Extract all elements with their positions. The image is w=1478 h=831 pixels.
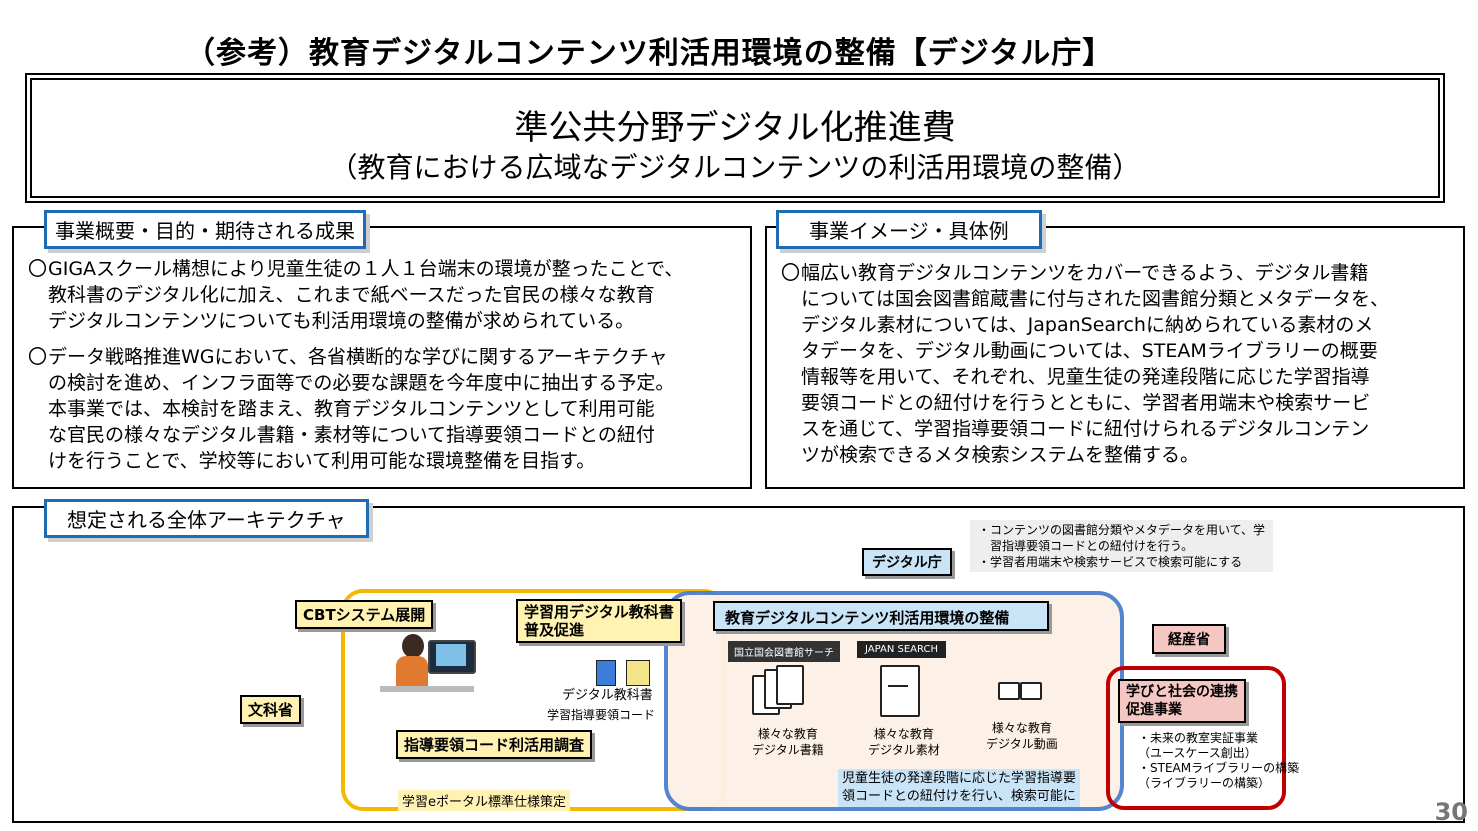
overview-line: 教科書のデジタル化に加え、これまで紙ベースだった官民の様々な教育	[48, 284, 655, 306]
example-line: スを通じて、学習指導要領コードに紐付けられるデジタルコンテン	[801, 418, 1370, 440]
mext-label: 文科省	[240, 695, 302, 724]
item-line: ・STEAMライブラリーの構築	[1138, 761, 1300, 775]
architecture-notes: ・コンテンツの図書館分類やメタデータを用いて、学 習指導要領コードとの紐付けを行…	[970, 520, 1274, 572]
books-icon	[752, 665, 804, 715]
example-line: 幅広い教育デジタルコンテンツをカバーできるよう、デジタル書籍	[801, 262, 1369, 284]
item-line: （ライブラリーの構築）	[1138, 776, 1271, 790]
example-line: については国会図書館蔵書に付与された図書館分類とメタデータを、	[801, 288, 1390, 310]
overview-line: データ戦略推進WGにおいて、各省横断的な学びに関するアーキテクチャ	[48, 346, 668, 368]
label-line: 学びと社会の連携	[1126, 684, 1238, 700]
tablet-icon	[626, 660, 650, 686]
item-line: （ユースケース創出）	[1138, 746, 1257, 760]
student-tablet-illustration	[380, 630, 476, 700]
bullet-mark: 〇	[28, 346, 48, 368]
ndl-search-logo: 国立国会図書館サーチ	[728, 641, 840, 662]
bullet-mark: 〇	[781, 262, 801, 284]
environment-title-label: 教育デジタルコンテンツ利活用環境の整備	[713, 601, 1049, 631]
japan-search-logo: JAPAN SEARCH	[857, 641, 946, 658]
overview-line: デジタルコンテンツについても利活用環境の整備が求められている。	[48, 310, 635, 332]
note-line: 領コードとの紐付けを行い、検索可能に	[842, 789, 1076, 804]
guideline-survey-label: 指導要領コード利活用調査	[396, 730, 593, 759]
page-number: 30	[1434, 798, 1468, 826]
banner-title: 準公共分野デジタル化推進費	[514, 108, 956, 148]
cbt-label: CBTシステム展開	[295, 600, 434, 629]
digital-agency-label: デジタル庁	[862, 548, 952, 576]
label-line: 学習用デジタル教科書	[524, 603, 674, 621]
example-line: 要領コードとの紐付けを行うとともに、学習者用端末や検索サービ	[801, 392, 1371, 414]
item-line: ・未来の教室実証事業	[1138, 731, 1259, 745]
caption-line: デジタル書籍	[752, 743, 824, 757]
linking-note: 児童生徒の発達段階に応じた学習指導要 領コードとの紐付けを行い、検索可能に	[838, 769, 1081, 807]
meti-area-ring	[1106, 666, 1286, 810]
caption-line: デジタル動画	[986, 737, 1058, 751]
example-paragraph: 〇幅広い教育デジタルコンテンツをカバーできるよう、デジタル書籍 については国会図…	[781, 260, 1389, 468]
eportal-label: 学習eポータル標準仕様策定	[398, 790, 570, 811]
overview-line: 本事業では、本検討を踏まえ、教育デジタルコンテンツとして利用可能	[48, 398, 655, 420]
bullet-mark: 〇	[28, 258, 48, 280]
textbook-icon	[596, 660, 616, 686]
note-line: 児童生徒の発達段階に応じた学習指導要	[842, 771, 1077, 786]
example-line: タデータを、デジタル動画については、STEAMライブラリーの概要	[801, 340, 1378, 362]
caption-line: 様々な教育	[991, 721, 1052, 735]
digital-textbook-promotion-label: 学習用デジタル教科書 普及促進	[516, 599, 682, 643]
banner-box: 準公共分野デジタル化推進費 （教育における広域なデジタルコンテンツの利活用環境の…	[25, 73, 1445, 203]
label-line: 促進事業	[1126, 702, 1182, 718]
overview-tag: 事業概要・目的・期待される成果	[44, 210, 366, 249]
image-example-panel: 〇幅広い教育デジタルコンテンツをカバーできるよう、デジタル書籍 については国会図…	[765, 226, 1465, 489]
label-line: 普及促進	[524, 621, 585, 639]
banner-subtitle: （教育における広域なデジタルコンテンツの利活用環境の整備）	[329, 151, 1141, 184]
caption-line: 様々な教育	[757, 727, 818, 741]
example-line: 情報等を用いて、それぞれ、児童生徒の発達段階に応じた学習指導	[801, 366, 1370, 388]
overview-paragraph-1: 〇GIGAスクール構想により児童生徒の１人１台端末の環境が整ったことで、 教科書…	[28, 256, 683, 334]
videos-caption: 様々な教育 デジタル動画	[986, 720, 1058, 752]
meti-label: 経産省	[1152, 624, 1226, 654]
overview-line: けを行うことで、学校等において利用可能な環境整備を目指す。	[48, 450, 596, 472]
meti-items: ・未来の教室実証事業 （ユースケース創出） ・STEAMライブラリーの構築 （ラ…	[1138, 731, 1299, 791]
architecture-tag: 想定される全体アーキテクチャ	[44, 499, 369, 538]
note-line: ・コンテンツの図書館分類やメタデータを用いて、学	[978, 523, 1266, 537]
guideline-code-text: 学習指導要領コード	[547, 708, 656, 722]
caption-line: 様々な教育	[873, 727, 934, 741]
books-caption: 様々な教育 デジタル書籍	[752, 726, 824, 758]
overview-line: の検討を進め、インフラ面等での必要な課題を今年度中に抽出する予定。	[48, 372, 675, 394]
overview-line: な官民の様々なデジタル書籍・素材等について指導要領コードとの紐付	[48, 424, 655, 446]
materials-caption: 様々な教育 デジタル素材	[868, 726, 940, 758]
overview-paragraph-2: 〇データ戦略推進WGにおいて、各省横断的な学びに関するアーキテクチャ の検討を進…	[28, 344, 674, 474]
caption-line: デジタル素材	[868, 743, 940, 757]
page-title: （参考）教育デジタルコンテンツ利活用環境の整備【デジタル庁】	[185, 36, 1114, 71]
note-line: ・学習者用端末や検索サービスで検索可能にする	[978, 555, 1243, 569]
overview-line: GIGAスクール構想により児童生徒の１人１台端末の環境が整ったことで、	[48, 258, 684, 280]
overview-panel: 〇GIGAスクール構想により児童生徒の１人１台端末の環境が整ったことで、 教科書…	[12, 226, 752, 489]
video-icon	[998, 682, 1042, 716]
example-tag: 事業イメージ・具体例	[776, 210, 1042, 249]
document-icon	[880, 665, 920, 717]
collaboration-label: 学びと社会の連携 促進事業	[1118, 679, 1246, 723]
digital-textbook-text: デジタル教科書	[562, 688, 653, 703]
example-line: デジタル素材については、JapanSearchに納められている素材のメ	[801, 314, 1374, 336]
note-line: 習指導要領コードとの紐付けを行う。	[978, 539, 1194, 553]
example-line: ツが検索できるメタ検索システムを整備する。	[801, 444, 1200, 466]
